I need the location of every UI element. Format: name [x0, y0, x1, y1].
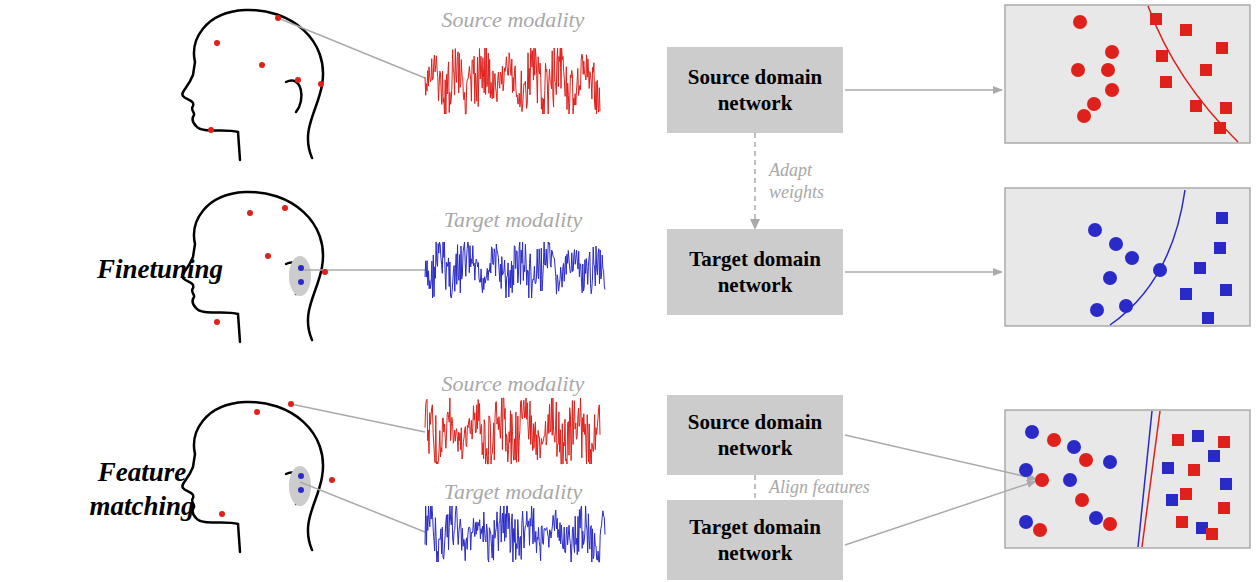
- electrode-dots: [208, 15, 335, 517]
- signal-trace: [425, 398, 600, 464]
- node-label: Target domain network: [677, 246, 833, 299]
- ear-patch: [289, 466, 311, 506]
- ear-electrodes: [298, 265, 304, 493]
- class-squares: [1150, 13, 1232, 134]
- modality-label: Source modality: [442, 371, 585, 397]
- modality-label: Source modality: [442, 7, 585, 33]
- class-circles: [1019, 425, 1117, 529]
- node-label: Source domain network: [677, 409, 833, 462]
- head-outline: [182, 10, 323, 160]
- class-squares: [1180, 212, 1232, 324]
- head-outline: [182, 402, 323, 552]
- signal-trace: [425, 506, 605, 562]
- class-squares: [1172, 434, 1230, 540]
- modality-label: Target modality: [444, 479, 582, 505]
- network-box: Source domain network: [667, 395, 843, 475]
- dashed-connector: [754, 133, 756, 229]
- edge-label: Adapt weights: [767, 159, 851, 204]
- signal-trace: [425, 242, 605, 298]
- modality-label: Target modality: [444, 207, 582, 233]
- dashed-connector: [754, 475, 756, 500]
- class-circles: [1088, 223, 1167, 317]
- class-circles: [1033, 433, 1117, 537]
- plot-panel: [1005, 5, 1250, 548]
- output-arrow: [845, 90, 1036, 545]
- decision-boundary: [1110, 190, 1185, 325]
- network-box: Target domain network: [667, 229, 843, 315]
- node-label: Source domain network: [677, 64, 833, 117]
- method-title: Finetuning: [80, 253, 240, 287]
- network-box: Target domain network: [667, 500, 843, 580]
- class-circles: [1071, 15, 1119, 123]
- edge-label: Align features: [767, 476, 872, 499]
- class-squares: [1162, 430, 1232, 534]
- decision-boundary: [1148, 6, 1238, 142]
- signal-traces: [425, 48, 605, 562]
- network-box: Source domain network: [667, 47, 843, 133]
- leader-line: [278, 18, 425, 532]
- decision-boundary: [1142, 411, 1160, 547]
- node-label: Target domain network: [677, 514, 833, 567]
- method-title: Feature matching: [77, 456, 207, 524]
- ear-patch: [289, 256, 311, 296]
- signal-trace: [425, 48, 600, 114]
